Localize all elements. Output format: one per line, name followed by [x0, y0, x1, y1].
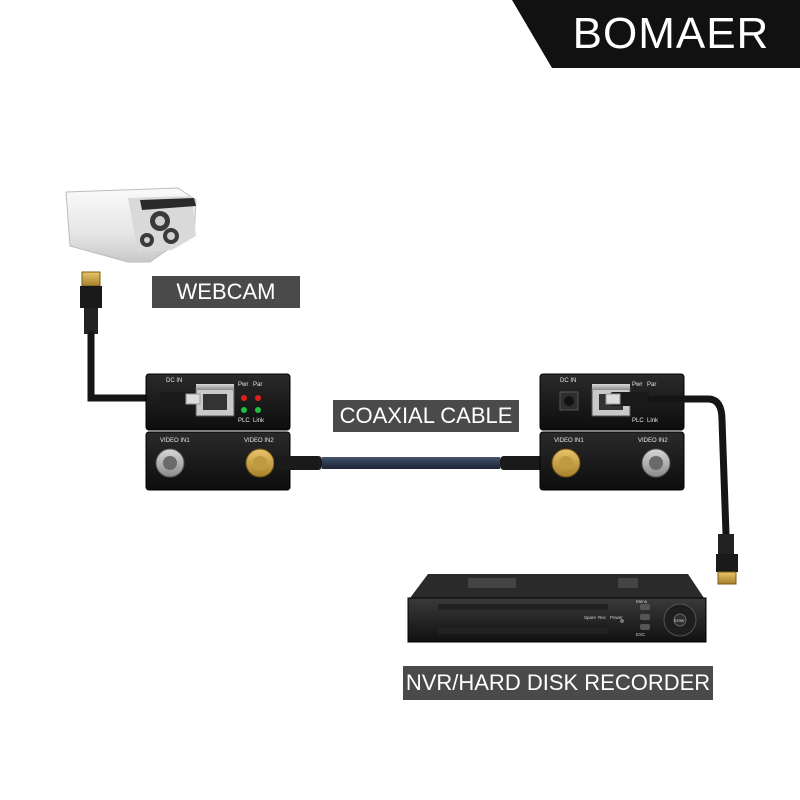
nvr-esc-label: ESC — [636, 632, 646, 637]
nvr-spare-label: Spare — [584, 615, 597, 620]
webcam-icon — [65, 187, 197, 263]
left-converter — [145, 373, 291, 491]
left-plc-label: PLC — [238, 418, 250, 424]
left-link-label: Link — [253, 418, 265, 424]
webcam-label: WEBCAM — [152, 276, 300, 308]
nvr-rec-label: Rec — [598, 615, 607, 620]
coaxial-cable-label: COAXIAL CABLE — [333, 400, 519, 432]
left-dc-in-label: DC IN — [166, 378, 182, 384]
nvr-enter-label: Enter — [674, 618, 685, 623]
brand-banner: BOMAER — [512, 0, 800, 68]
nvr-menu-label: Menu — [636, 599, 648, 604]
nvr-power-label: Power — [610, 615, 623, 620]
left-video-in2-label: VIDEO IN2 — [244, 438, 274, 444]
ethernet-cable-left — [87, 330, 164, 402]
left-par-label: Par — [253, 382, 262, 388]
right-par-label: Par — [647, 382, 656, 388]
left-video-in1-label: VIDEO IN1 — [160, 438, 190, 444]
brand-name: BOMAER — [572, 9, 770, 58]
coaxial-cable — [274, 456, 548, 470]
nvr-recorder-icon — [407, 574, 707, 643]
right-video-in1-label: VIDEO IN1 — [554, 438, 584, 444]
right-dc-in-label: DC IN — [560, 378, 576, 384]
rj45-plug-icon — [80, 271, 102, 334]
right-video-in2-label: VIDEO IN2 — [638, 438, 668, 444]
left-pwr-label: Pwr — [238, 382, 248, 388]
right-link-label: Link — [647, 418, 659, 424]
right-pwr-label: Pwr — [632, 382, 642, 388]
right-plc-label: PLC — [632, 418, 644, 424]
ethernet-cable-right — [646, 395, 730, 538]
recorder-label: NVR/HARD DISK RECORDER — [403, 666, 713, 700]
rj45-plug-right-icon — [716, 534, 738, 585]
right-converter — [539, 373, 685, 491]
